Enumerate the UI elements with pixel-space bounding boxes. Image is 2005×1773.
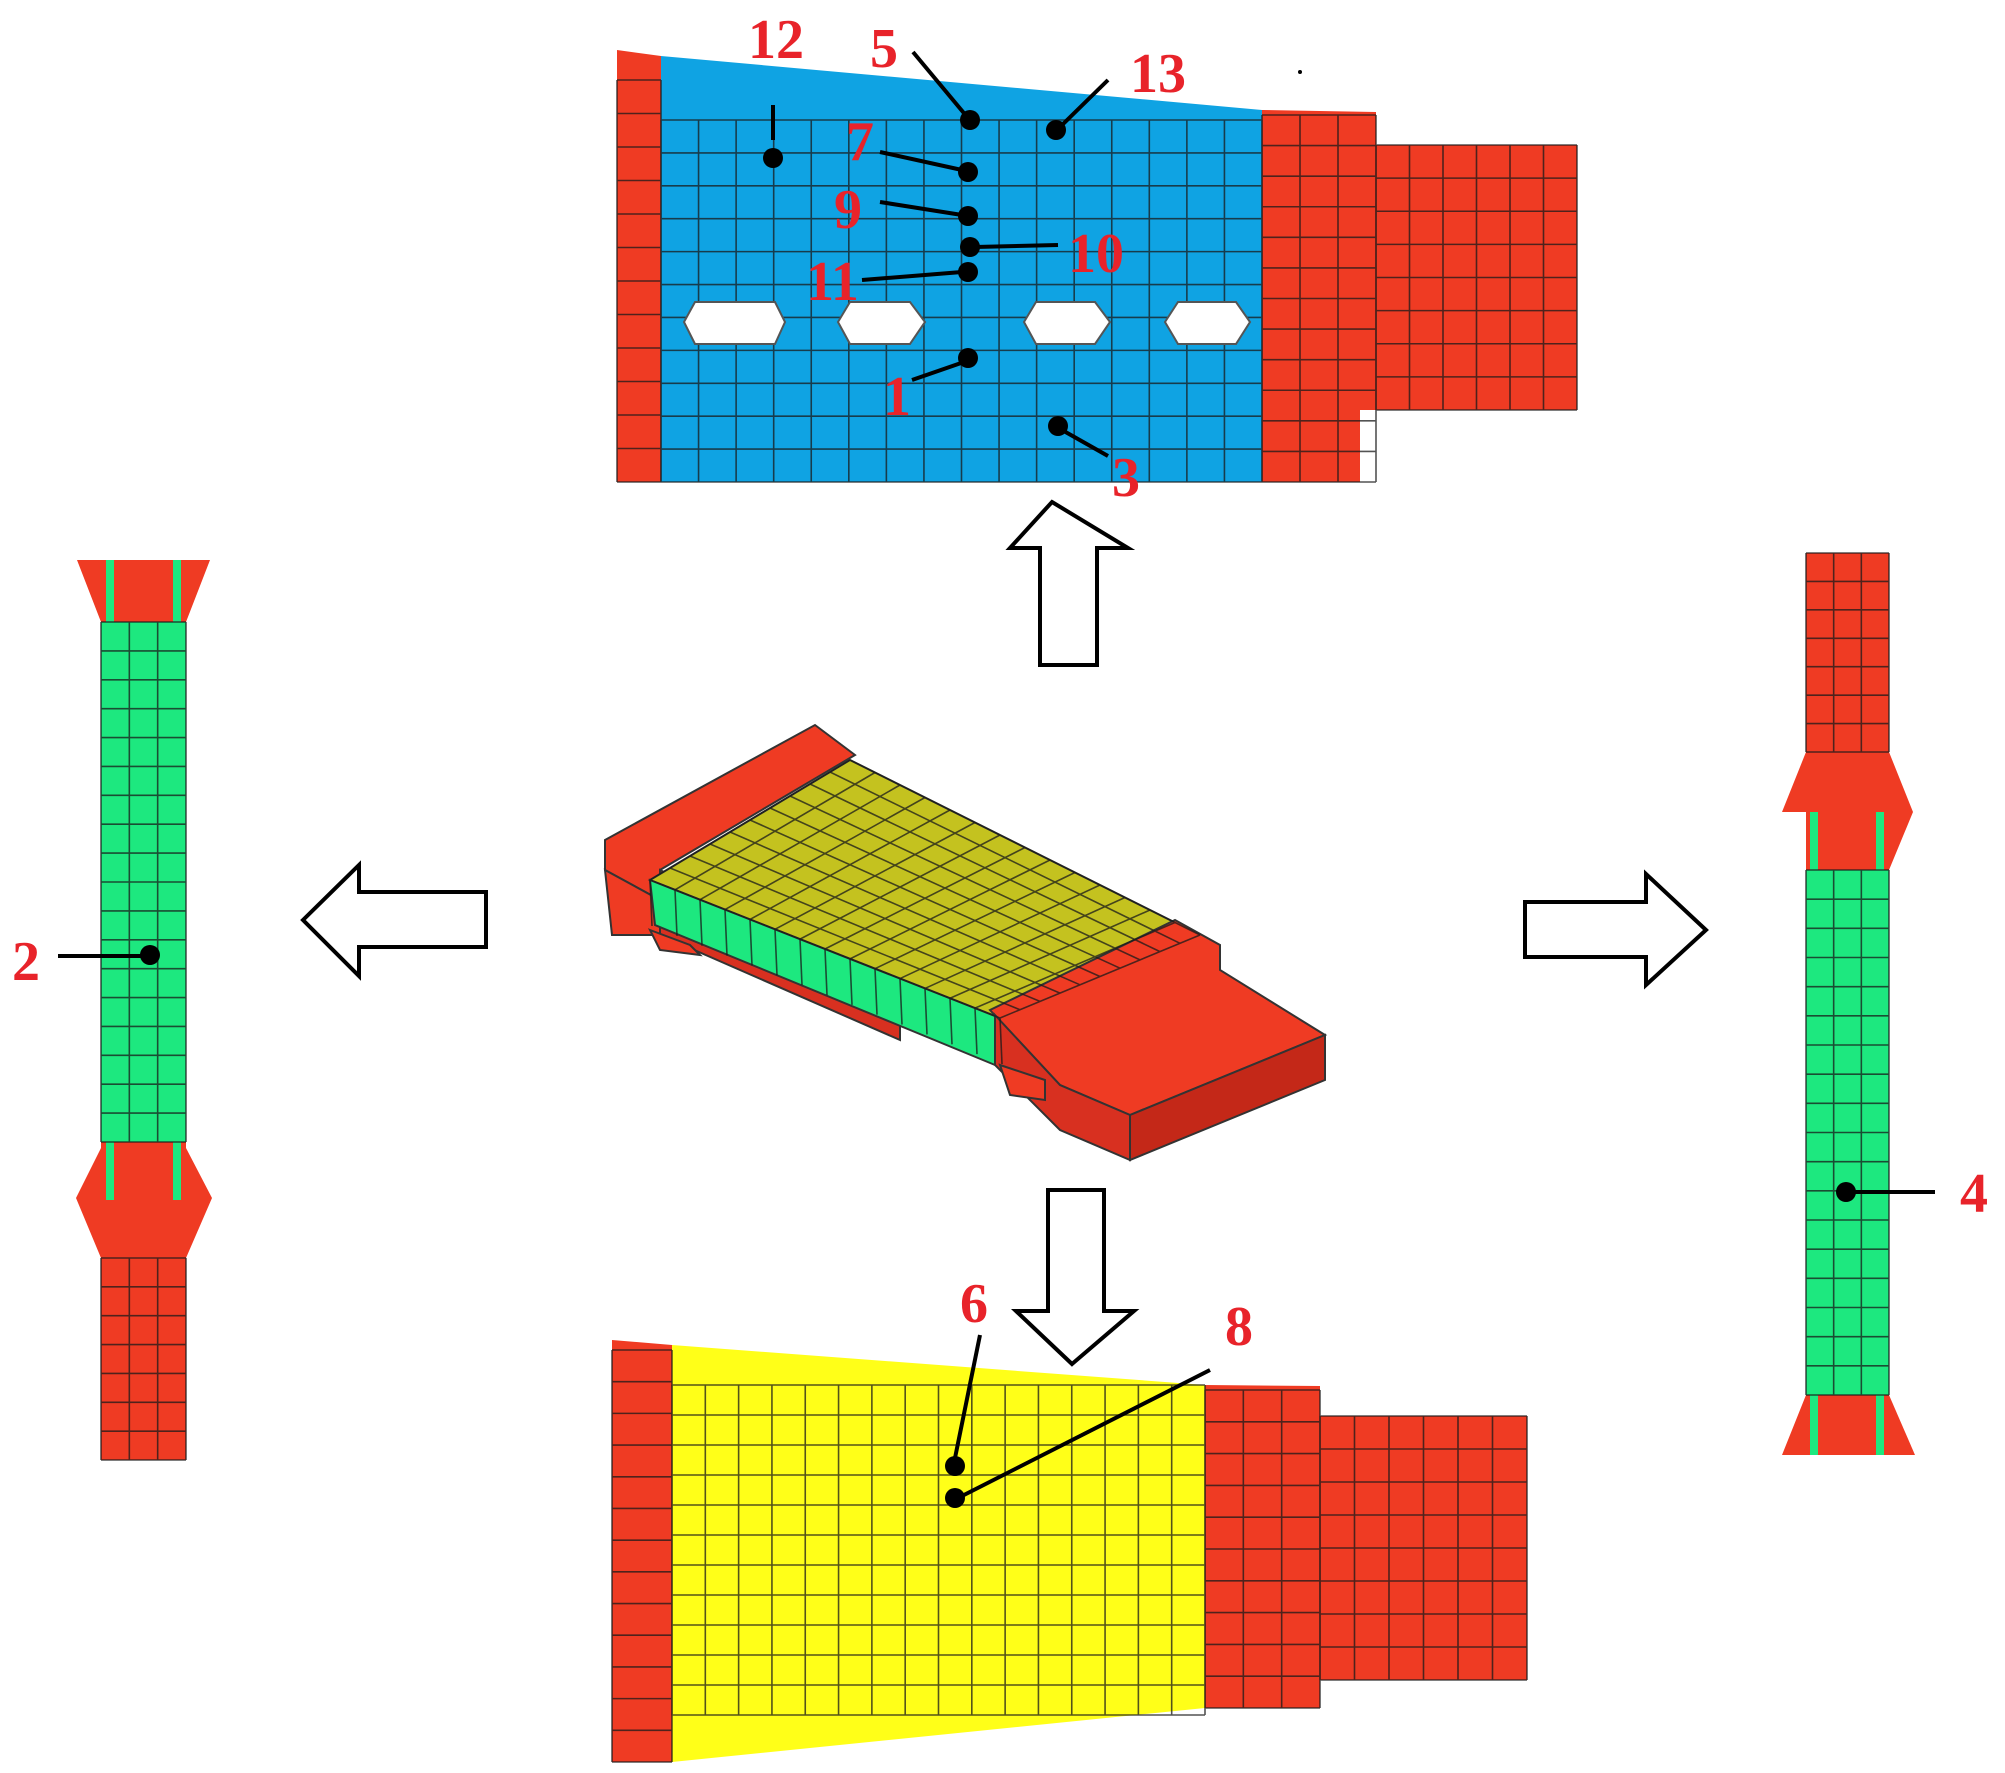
hollow-arrow-right-icon — [1523, 869, 1709, 990]
label-1: 1 — [883, 366, 911, 428]
top-view-left-red-block — [617, 50, 661, 482]
label-5: 5 — [870, 18, 898, 80]
label-6: 6 — [960, 1273, 988, 1335]
isometric-mesh — [649, 759, 1201, 1065]
right-view-mesh — [1805, 552, 1890, 1396]
top-view-hole — [1163, 301, 1252, 345]
label-3: 3 — [1112, 447, 1140, 509]
bottom-view: 6 8 — [611, 1273, 1528, 1763]
point-6-dot — [945, 1456, 965, 1476]
top-view-hole — [1022, 301, 1112, 345]
left-view: 2 — [12, 560, 212, 1461]
top-view-right-red-block — [1262, 110, 1577, 482]
label-11: 11 — [806, 251, 859, 313]
label-2: 2 — [12, 931, 40, 993]
point-12-dot — [763, 148, 783, 168]
top-view-labels: 12 5 13 7 9 10 11 1 3 — [748, 9, 1186, 509]
label-12: 12 — [748, 9, 804, 71]
point-9-dot — [958, 206, 978, 226]
point-11-dot — [958, 262, 978, 282]
left-view-bottom-red-block — [76, 1142, 212, 1460]
left-view-top-red-cap — [77, 560, 210, 622]
point-2-dot — [140, 945, 160, 965]
top-view: 12 5 13 7 9 10 11 1 3 — [616, 9, 1578, 509]
point-8-dot — [945, 1488, 965, 1508]
bottom-view-mesh — [611, 1349, 1528, 1763]
hollow-arrow-down-icon — [1010, 1188, 1140, 1367]
label-10: 10 — [1068, 223, 1124, 285]
top-view-hole — [836, 301, 927, 345]
point-10-dot — [960, 237, 980, 257]
point-4-dot — [1836, 1182, 1856, 1202]
point-5-dot — [960, 110, 980, 130]
label-4: 4 — [1960, 1163, 1988, 1225]
right-view-bottom-red-cap — [1782, 1395, 1915, 1455]
label-13: 13 — [1130, 43, 1186, 105]
point-7-dot — [958, 162, 978, 182]
top-view-points — [763, 50, 1110, 458]
hollow-arrow-up-icon — [1005, 499, 1136, 667]
label-9: 9 — [834, 179, 862, 241]
label-7: 7 — [846, 111, 874, 173]
point-3-dot — [1048, 416, 1068, 436]
right-view: 4 — [1782, 552, 1988, 1455]
point-13-dot — [1046, 120, 1066, 140]
top-view-hole — [682, 301, 787, 345]
left-view-mesh — [100, 621, 187, 1461]
bottom-view-right-red-block — [1205, 1385, 1527, 1708]
label-8: 8 — [1225, 1296, 1253, 1358]
right-view-top-red-block — [1782, 553, 1913, 870]
hollow-arrow-left-icon — [300, 860, 488, 981]
point-1-dot — [958, 348, 978, 368]
isometric-model — [603, 723, 1328, 1162]
